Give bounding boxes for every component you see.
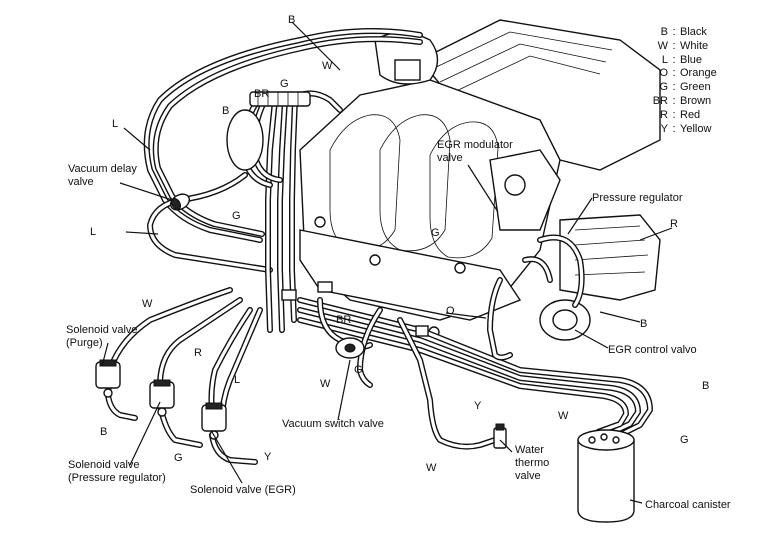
legend-separator: : — [672, 39, 676, 52]
solenoid-valve-egr-part — [201, 402, 227, 440]
hose-code: W — [558, 410, 569, 422]
legend-separator: : — [672, 53, 676, 66]
label-solenoid-valve-purge: Solenoid valve (Purge) — [66, 324, 138, 350]
color-legend: B : Black W : White L : Blue O : Orange … — [640, 26, 717, 136]
label-pressure-regulator: Pressure regulator — [592, 192, 683, 204]
hose-code: B — [288, 14, 296, 26]
hose-code: G — [232, 210, 241, 222]
legend-separator: : — [672, 108, 676, 121]
hose-code: L — [234, 374, 241, 386]
label-solenoid-valve-pressure-regulator: Solenoid valve (Pressure regulator) — [68, 459, 166, 485]
label-line: Solenoid valve — [68, 459, 140, 471]
hose-code: W — [322, 60, 333, 72]
legend-color: Black — [680, 26, 707, 38]
legend-code: W — [657, 39, 668, 52]
solenoid-valve-purge-part — [95, 359, 121, 398]
hose-code: G — [280, 78, 289, 90]
hose-code: BR — [336, 314, 352, 326]
label-water-thermo-valve: Water thermo valve — [515, 444, 549, 483]
legend-color: Red — [680, 108, 701, 121]
hose-code: W — [426, 462, 437, 474]
label-egr-control-valve: EGR control valvo — [608, 344, 697, 356]
legend-code: O — [659, 67, 668, 80]
manifold-connector-block — [226, 91, 311, 171]
hose-code: Y — [264, 451, 272, 463]
legend-code: R — [660, 108, 668, 121]
connector-clamps — [281, 281, 429, 337]
legend-row-orange: O : Orange — [640, 67, 717, 81]
legend-color: Yellow — [680, 122, 712, 135]
legend-separator: : — [672, 26, 676, 38]
engine-block — [299, 19, 661, 341]
legend-separator: : — [672, 81, 676, 94]
legend-row-red: R : Red — [640, 109, 717, 123]
vacuum-switch-valve-part — [335, 337, 365, 359]
legend-code: B — [660, 26, 668, 38]
legend-separator: : — [672, 122, 676, 135]
legend-code: G — [659, 81, 668, 94]
hose-code: G — [431, 227, 440, 239]
label-solenoid-valve-egr: Solenoid valve (EGR) — [190, 484, 296, 496]
legend-separator: : — [672, 94, 676, 107]
charcoal-canister-part — [577, 429, 635, 523]
legend-color: Green — [680, 81, 711, 94]
legend-code: BR — [652, 94, 668, 107]
legend-color: White — [680, 39, 709, 52]
hose-code: B — [100, 426, 108, 438]
legend-code: Y — [660, 122, 668, 135]
legend-row-yellow: Y : Yellow — [640, 123, 717, 137]
legend-row-brown: BR : Brown — [640, 95, 717, 109]
label-charcoal-canister: Charcoal canister — [645, 499, 731, 511]
legend-row-green: G : Green — [640, 81, 717, 95]
label-line: thermo — [515, 457, 550, 469]
label-line: (Purge) — [66, 337, 103, 349]
hose-code: O — [446, 305, 455, 317]
hose-code: BR — [254, 88, 270, 100]
hose-code: W — [142, 298, 153, 310]
legend-color: Blue — [680, 53, 703, 66]
hose-code: R — [670, 218, 678, 230]
hose-code: W — [320, 378, 331, 390]
vacuum-delay-valve-part — [169, 193, 191, 211]
label-line: Solenoid valve — [66, 324, 138, 336]
label-vacuum-switch-valve: Vacuum switch valve — [282, 418, 384, 430]
label-vacuum-delay-valve: Vacuum delay valve — [68, 163, 137, 189]
label-line: Vacuum delay — [68, 163, 137, 175]
label-line: valve — [437, 152, 463, 164]
label-line: EGR modulator — [437, 139, 513, 151]
legend-color: Brown — [680, 94, 712, 107]
label-line: Water — [515, 444, 544, 456]
label-line: (Pressure regulator) — [68, 472, 166, 484]
label-line: valve — [515, 470, 541, 482]
hose-code: B — [222, 105, 230, 117]
leader-lines — [101, 21, 673, 504]
legend-color: Orange — [680, 67, 717, 80]
legend-code: L — [661, 53, 668, 66]
hose-code: Y — [474, 400, 482, 412]
hose-code: G — [680, 434, 689, 446]
label-line: valve — [68, 176, 94, 188]
legend-row-black: B : Black — [640, 26, 717, 40]
legend-row-white: W : White — [640, 40, 717, 54]
hose-code: G — [354, 364, 363, 376]
hose-code: R — [194, 347, 202, 359]
solenoid-valve-pressure-regulator-part — [149, 379, 175, 417]
legend-row-blue: L : Blue — [640, 54, 717, 68]
hose-code: G — [174, 452, 183, 464]
hose-code: B — [640, 318, 648, 330]
legend-separator: : — [672, 67, 676, 80]
label-egr-modulator-valve: EGR modulator valve — [437, 139, 513, 165]
hose-code: L — [90, 226, 97, 238]
hose-code: L — [112, 118, 119, 130]
hose-code: B — [702, 380, 710, 392]
